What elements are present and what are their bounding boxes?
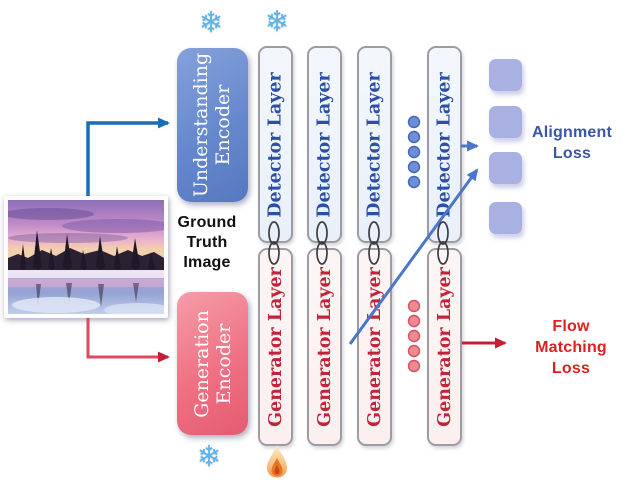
feature-token-4 — [489, 202, 522, 234]
generation-encoder-box: Generation Encoder — [177, 292, 248, 435]
detector-ellipsis-dots — [407, 115, 421, 189]
understanding-encoder-box: Understanding Encoder — [177, 48, 248, 202]
winter-lake-scene — [8, 200, 164, 314]
snowflake-icon: ❄ — [264, 6, 290, 38]
flow-matching-loss-label: Flow Matching Loss — [535, 318, 607, 377]
generator-layer-4: Generator Layer — [427, 248, 462, 446]
detector-layer-2: Detector Layer — [307, 46, 342, 243]
generator-layer-3: Generator Layer — [357, 248, 392, 446]
alignment-loss-label: Alignment Loss — [531, 124, 613, 162]
detector-layer-label: Detector Layer — [314, 71, 335, 218]
snowflake-icon: ❄ — [196, 441, 222, 473]
detector-layer-label: Detector Layer — [265, 71, 286, 218]
detector-layer-1: Detector Layer — [258, 46, 293, 243]
generation-encoder-label: Generation Encoder — [190, 309, 235, 418]
generator-layer-1: Generator Layer — [258, 248, 293, 446]
generator-layer-2: Generator Layer — [307, 248, 342, 446]
detector-layer-label: Detector Layer — [434, 71, 455, 218]
generator-layer-label: Generator Layer — [434, 267, 455, 427]
feature-token-2 — [489, 106, 522, 138]
detector-layer-3: Detector Layer — [357, 46, 392, 243]
arrow-image-to-understanding — [86, 117, 170, 196]
ground-truth-caption: Ground Truth Image — [177, 214, 237, 271]
detector-layer-label: Detector Layer — [364, 71, 385, 218]
flame-icon — [267, 445, 287, 478]
generator-layer-label: Generator Layer — [314, 267, 335, 427]
generator-layer-label: Generator Layer — [265, 267, 286, 427]
generator-layer-label: Generator Layer — [364, 267, 385, 427]
feature-token-1 — [489, 59, 522, 91]
understanding-encoder-label: Understanding Encoder — [190, 52, 235, 198]
ground-truth-photo — [4, 196, 168, 318]
generator-ellipsis-dots — [407, 299, 421, 373]
arrow-image-to-generation — [86, 318, 170, 363]
detector-layer-4: Detector Layer — [427, 46, 462, 243]
feature-token-3 — [489, 152, 522, 184]
snowflake-icon: ❄ — [198, 7, 224, 39]
